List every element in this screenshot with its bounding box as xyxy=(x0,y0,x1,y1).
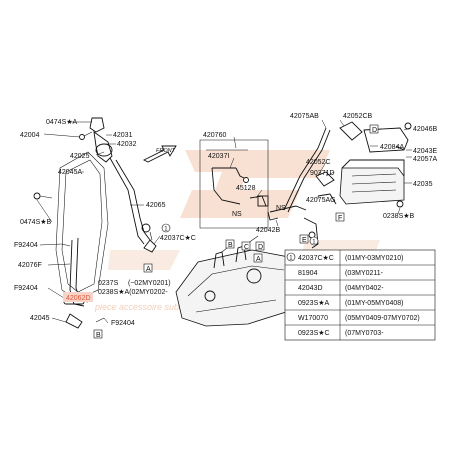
table-row-1-range: (01MY-03MY0210) xyxy=(345,255,404,262)
watermark-subtitle: piece accessoire subaru xyxy=(94,302,192,312)
table-row-6-part: 0923S★C xyxy=(298,329,330,337)
label-42052c: 42052C xyxy=(306,159,331,166)
front-label: FRONT xyxy=(156,148,176,154)
marker-a-2: A xyxy=(256,256,261,263)
table-row-5-part: W170070 xyxy=(298,315,328,322)
table-row-4-part: 0923S★A xyxy=(298,299,330,307)
table-row-1-part: 42037C★C xyxy=(298,254,334,262)
label-42004: 42004 xyxy=(20,132,40,139)
label-0238s-a: 0238S★A(02MY0202- xyxy=(98,288,168,296)
marker-d-1: D xyxy=(372,127,377,134)
label-42037c-c: 42037C★C xyxy=(160,234,196,242)
label-0237s: 0237S xyxy=(98,280,119,287)
fuel-tank xyxy=(175,235,301,327)
label-ns-1: NS xyxy=(232,211,242,218)
label-42043e: 42043E xyxy=(413,148,437,155)
label-42062d: 42062D xyxy=(66,295,91,302)
label-42084a: 42084A xyxy=(380,144,404,151)
marker-a-1: A xyxy=(146,266,151,273)
label-ns-2: NS xyxy=(276,205,286,212)
label-42042b: 42042B xyxy=(256,227,280,234)
label-90371d: 90371D xyxy=(310,170,335,177)
front-arrow: FRONT xyxy=(142,145,177,163)
label-42046b: 42046B xyxy=(413,126,437,133)
part-callouts: 0474S★A 42004 42031 42032 42025 42045A 4… xyxy=(14,113,437,327)
canister-assembly xyxy=(303,121,412,249)
hose-detail-group xyxy=(199,127,331,229)
table-row-4-range: (01MY-05MY0408) xyxy=(345,300,404,307)
reference-markers: A A B B C D D E F 1 1 xyxy=(93,124,379,339)
label-420760: 420760 xyxy=(203,132,226,139)
table-circle-marker: 1 xyxy=(289,256,293,262)
marker-c: C xyxy=(244,244,249,251)
table-row-3-part: 42043D xyxy=(298,285,323,292)
label-42031: 42031 xyxy=(113,132,133,139)
label-42065: 42065 xyxy=(146,202,166,209)
marker-circle-1a: 1 xyxy=(164,227,168,233)
table-row-2-range: (03MY0211- xyxy=(345,270,384,277)
label-0474s-a: 0474S★A xyxy=(46,118,78,126)
label-42057a: 42057A xyxy=(413,156,437,163)
marker-e: E xyxy=(302,237,307,244)
marker-b-1: B xyxy=(228,242,233,249)
label-42032: 42032 xyxy=(117,141,137,148)
label-45128: 45128 xyxy=(236,185,256,192)
filler-neck-assembly xyxy=(33,117,157,329)
label-42025: 42025 xyxy=(70,153,90,160)
label-42052cb: 42052CB xyxy=(343,113,373,120)
label-02my0201: (~02MY0201) xyxy=(128,280,171,287)
table-row-3-range: (04MY0402- xyxy=(345,285,384,292)
table-row-2-part: 81904 xyxy=(298,270,318,277)
label-0238s-b: 0238S★B xyxy=(383,212,415,220)
label-42045a: 42045A xyxy=(58,169,82,176)
label-f92404-c: F92404 xyxy=(111,320,135,327)
highlight-42062d xyxy=(63,292,93,302)
label-0474s-b: 0474S★B xyxy=(20,218,52,226)
marker-f: F xyxy=(338,215,342,222)
label-42037i: 42037I xyxy=(208,153,229,160)
leader-lines xyxy=(36,119,412,324)
label-42076f: 42076F xyxy=(18,262,42,269)
label-42075ab: 42075AB xyxy=(290,113,319,120)
label-42035: 42035 xyxy=(413,181,433,188)
marker-circle-1b: 1 xyxy=(312,240,316,246)
label-42075ag: 42075AG xyxy=(306,197,336,204)
marker-b-2: B xyxy=(96,332,101,339)
label-42045: 42045 xyxy=(30,315,50,322)
table-row-6-range: (07MY0703- xyxy=(345,330,384,337)
part-variant-table: 1 42037C★C (01MY-03MY0210) 81904 (03MY02… xyxy=(284,249,436,341)
label-f92404-a: F92404 xyxy=(14,242,38,249)
marker-d-2: D xyxy=(258,244,263,251)
label-f92404-b: F92404 xyxy=(14,285,38,292)
table-row-5-range: (05MY0409-07MY0702) xyxy=(345,315,420,322)
